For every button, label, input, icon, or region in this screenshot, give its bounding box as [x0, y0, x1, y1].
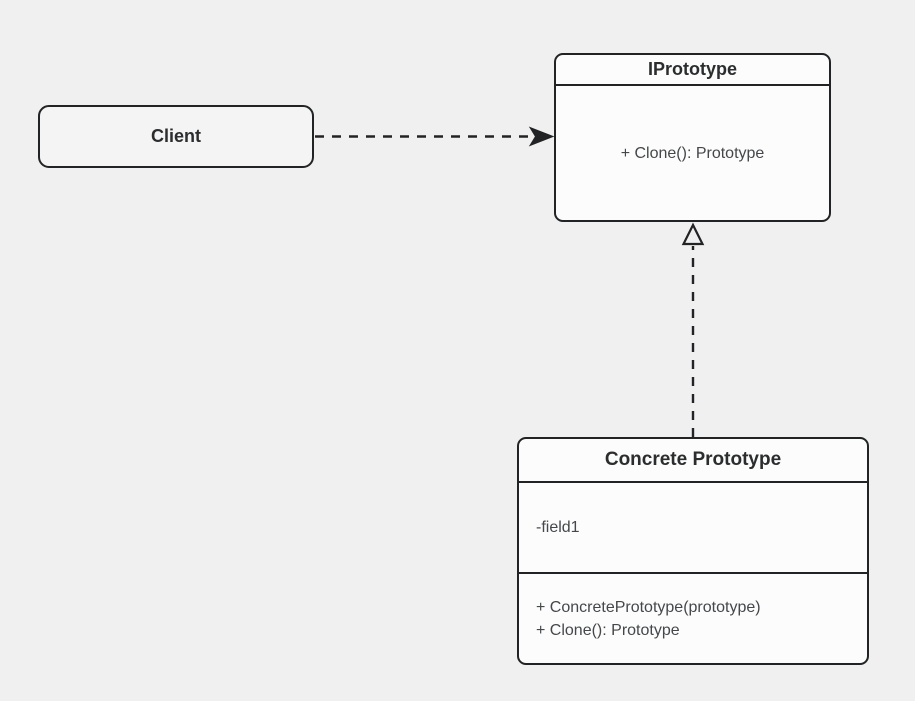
client-label: Client [150, 126, 201, 146]
filled-arrowhead-icon [528, 126, 555, 147]
concrete-prototype-methods-compartment: + ConcretePrototype(prototype) + Clone()… [519, 574, 867, 663]
iprototype-title: IPrototype [556, 55, 829, 86]
realization-arrow-concrete-to-iprototype [681, 222, 705, 437]
node-concrete-prototype[interactable]: Concrete Prototype -field1 + ConcretePro… [517, 437, 869, 665]
iprototype-method: + Clone(): Prototype [620, 144, 765, 162]
node-client[interactable]: Client [38, 105, 314, 168]
dependency-arrow-client-to-iprototype [315, 126, 555, 147]
concrete-prototype-field: -field1 [536, 519, 580, 536]
concrete-prototype-method: + ConcretePrototype(prototype) [536, 598, 761, 616]
concrete-prototype-title: Concrete Prototype [519, 439, 867, 483]
concrete-prototype-method: + Clone(): Prototype [536, 621, 680, 639]
iprototype-methods-compartment: + Clone(): Prototype [556, 86, 829, 220]
hollow-triangle-arrowhead-icon [681, 222, 705, 246]
concrete-prototype-fields-compartment: -field1 [519, 483, 867, 574]
node-iprototype[interactable]: IPrototype + Clone(): Prototype [554, 53, 831, 222]
